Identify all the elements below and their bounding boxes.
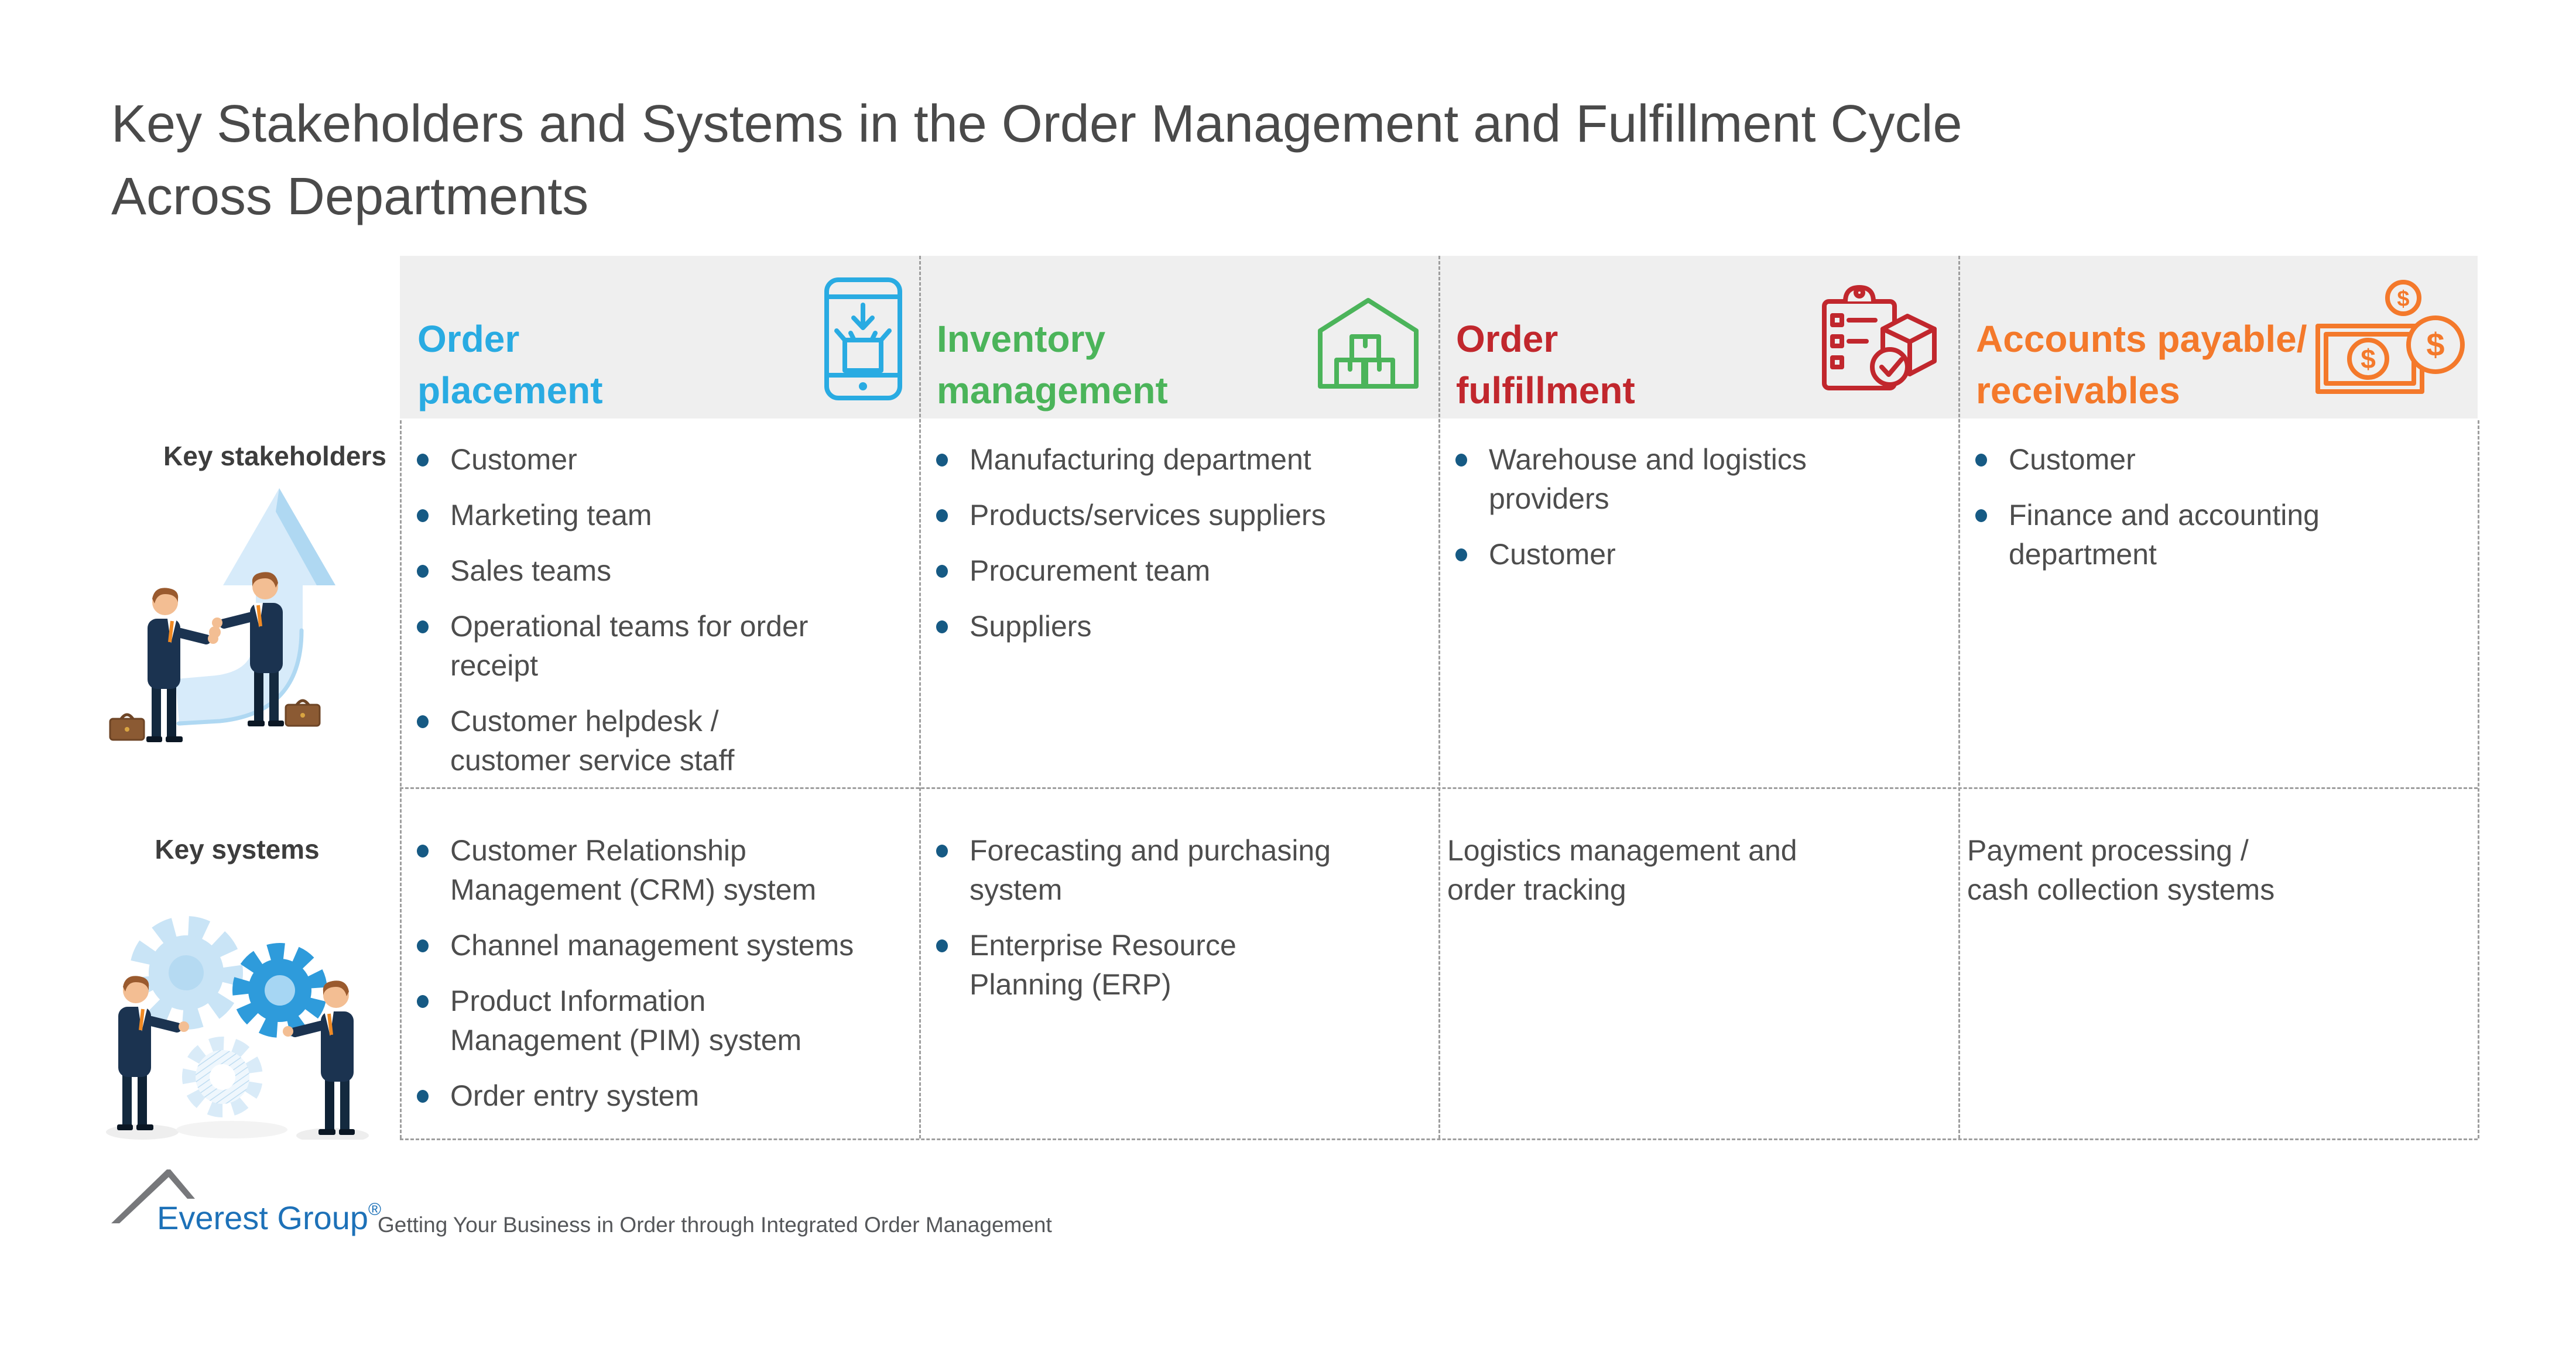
stakeholder-item: Procurement team (936, 551, 1438, 591)
table-right-border (2478, 420, 2479, 1138)
everest-group-brand: Everest Group® (157, 1199, 381, 1237)
table-left-border (400, 420, 402, 1138)
footer-tagline: Getting Your Business in Order through I… (378, 1213, 1052, 1237)
stakeholder-item: Customer helpdesk / customer service sta… (417, 702, 919, 780)
stakeholder-item: Sales teams (417, 551, 919, 591)
stakeholder-item: Finance and accounting department (1975, 496, 2477, 574)
system-text: Logistics management and order tracking (1447, 834, 1797, 906)
stakeholder-item: Manufacturing department (936, 440, 1438, 479)
column-divider (919, 256, 921, 1138)
phone-order-icon (824, 277, 902, 400)
system-item: Order entry system (417, 1076, 919, 1116)
column-divider (1438, 256, 1440, 1138)
column-divider (1958, 256, 1960, 1138)
column-header-label: Accounts payable/ receivables (1976, 318, 2307, 411)
table-bottom-border (400, 1138, 2478, 1140)
stakeholder-item: Customer (1975, 440, 2477, 479)
stakeholder-item: Warehouse and logistics providers (1455, 440, 1957, 519)
column-header-label: Order fulfillment (1456, 318, 1635, 411)
gears-teamwork-illustration (106, 916, 369, 1140)
row-divider (400, 787, 2478, 789)
system-text: Payment processing / cash collection sys… (1967, 834, 2275, 906)
stakeholder-item: Customer (1455, 535, 1957, 574)
systems-list: Customer Relationship Management (CRM) s… (400, 831, 919, 1116)
svg-text:$: $ (2426, 326, 2444, 363)
everest-group-mountain-logo-icon (111, 1169, 195, 1223)
svg-text:$: $ (2361, 344, 2376, 374)
column-header-order-fulfillment: Order fulfillment (1438, 256, 1958, 419)
handshake-arrow-illustration (108, 488, 335, 756)
column-header-accounts-payable-receivables: Accounts payable/ receivables $ $ $ (1958, 256, 2478, 419)
svg-text:$: $ (2397, 287, 2409, 311)
registered-mark: ® (368, 1200, 382, 1219)
fulfillment-checklist-icon (1822, 285, 1937, 390)
page-title: Key Stakeholders and Systems in the Orde… (111, 95, 1962, 226)
column-header-label: Inventory management (937, 318, 1168, 411)
row-label-key-stakeholders: Key stakeholders (163, 441, 386, 471)
brand-text: Everest Group (157, 1199, 369, 1236)
system-item: Customer Relationship Management (CRM) s… (417, 831, 919, 910)
system-item: Channel management systems (417, 926, 919, 965)
system-item: Forecasting and purchasing system (936, 831, 1438, 910)
column-header-inventory-management: Inventory management (919, 256, 1438, 419)
system-item: Enterprise Resource Planning (ERP) (936, 926, 1438, 1004)
stakeholder-item: Customer (417, 440, 919, 479)
stakeholder-item: Operational teams for order receipt (417, 607, 919, 685)
column-header-label: Order placement (417, 318, 603, 411)
stakeholder-item: Suppliers (936, 607, 1438, 646)
system-item: Product Information Management (PIM) sys… (417, 982, 919, 1060)
warehouse-icon (1318, 298, 1419, 389)
row-label-key-systems: Key systems (155, 834, 320, 865)
stakeholder-item: Marketing team (417, 496, 919, 535)
column-header-order-placement: Order placement (400, 256, 919, 419)
stakeholder-item: Products/services suppliers (936, 496, 1438, 535)
systems-cell-order-placement: Customer Relationship Management (CRM) s… (400, 831, 919, 1132)
money-icon: $ $ $ (2315, 280, 2465, 394)
